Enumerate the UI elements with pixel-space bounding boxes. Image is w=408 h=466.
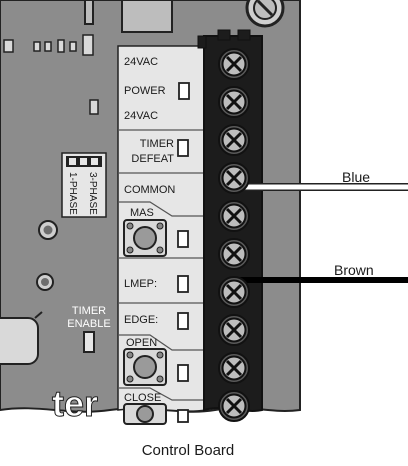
board-details bbox=[0, 0, 285, 365]
close-push-button[interactable] bbox=[123, 403, 167, 425]
screw-terminal bbox=[218, 314, 250, 346]
power-led bbox=[178, 82, 190, 100]
led-indicators bbox=[177, 82, 190, 423]
phase-jumper bbox=[61, 152, 107, 218]
timer-enable-label-line2: ENABLE bbox=[67, 318, 110, 330]
mas-push-button[interactable] bbox=[123, 219, 167, 257]
open-led bbox=[177, 364, 189, 382]
lmep-led bbox=[177, 275, 189, 293]
label-24vac-bottom: 24VAC bbox=[124, 110, 158, 122]
open-push-button[interactable] bbox=[123, 348, 167, 386]
screw-terminal bbox=[218, 162, 250, 194]
label-timer: TIMER bbox=[140, 138, 174, 150]
label-edge: EDGE: bbox=[124, 314, 158, 326]
label-defeat: DEFEAT bbox=[131, 153, 174, 165]
screw-terminals bbox=[218, 48, 250, 422]
terminal-block-tabs bbox=[197, 29, 251, 49]
timer-defeat-led bbox=[177, 139, 189, 157]
label-24vac-top: 24VAC bbox=[124, 56, 158, 68]
screw-terminal bbox=[218, 200, 250, 232]
edge-led bbox=[177, 312, 189, 330]
figure-caption: Control Board bbox=[142, 442, 235, 459]
label-close: CLOSE bbox=[124, 392, 161, 404]
label-mas: MAS bbox=[130, 207, 154, 219]
label-open: OPEN bbox=[126, 337, 157, 349]
label-common: COMMON bbox=[124, 184, 175, 196]
timer-enable-label-line1: TIMER bbox=[72, 305, 106, 317]
jumper-label-3-phase: 3-PHASE bbox=[87, 172, 98, 215]
screw-terminal bbox=[218, 86, 250, 118]
screw-terminal bbox=[218, 276, 250, 308]
brand-logo: ter bbox=[52, 383, 98, 424]
screw-terminal bbox=[218, 390, 250, 422]
wire-label-blue: Blue bbox=[342, 169, 370, 185]
screw-terminal bbox=[218, 124, 250, 156]
label-power: POWER bbox=[124, 85, 166, 97]
screw-terminal bbox=[218, 352, 250, 384]
close-led bbox=[177, 409, 189, 423]
screw-terminal bbox=[218, 48, 250, 80]
mas-led bbox=[177, 230, 189, 248]
panel-dividers bbox=[118, 129, 206, 401]
label-lmep: LMEP: bbox=[124, 278, 157, 290]
jumper-label-1-phase: 1-PHASE bbox=[67, 172, 78, 215]
wire-label-brown: Brown bbox=[334, 262, 374, 278]
screw-terminal bbox=[218, 238, 250, 270]
